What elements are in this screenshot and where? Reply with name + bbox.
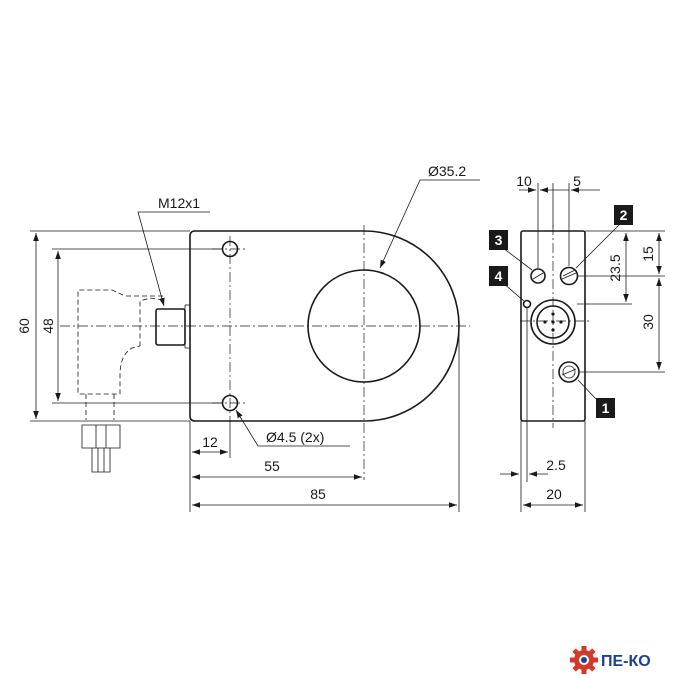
dimension-60: 60 — [16, 230, 190, 422]
dim-2-5-label: 2.5 — [546, 457, 566, 473]
dim-5-label: 5 — [573, 173, 581, 189]
dimension-85: 85 — [192, 330, 460, 512]
callout-label-4: 4 — [495, 268, 503, 284]
dim-23-5-label: 23.5 — [607, 254, 623, 281]
cable — [81, 424, 121, 473]
callout-badge-3: 3 — [489, 230, 508, 250]
callout-label-3: 3 — [495, 232, 503, 248]
hole-spec-label: Ø4.5 (2x) — [266, 429, 324, 445]
led-indicator-3 — [530, 268, 546, 284]
led-indicator-4 — [522, 299, 532, 309]
dim-20-label: 20 — [546, 486, 562, 502]
bore-diameter-label: Ø35.2 — [428, 163, 466, 179]
dim-48-label: 48 — [40, 318, 56, 334]
callout-label-2: 2 — [620, 207, 628, 223]
bore-diameter-callout: Ø35.2 — [379, 163, 480, 269]
hole-callout: Ø4.5 (2x) — [235, 409, 350, 447]
dimension-5: 5 — [552, 173, 600, 266]
callout-badge-2: 2 — [614, 205, 633, 225]
front-view: 60 48 M12x1 Ø35.2 Ø4.5 (2x) — [16, 163, 480, 512]
dimension-30: 30 — [580, 278, 665, 373]
dimension-55: 55 — [192, 458, 362, 480]
potentiometer-1 — [558, 361, 580, 383]
logo-text: ПЕ-КО — [601, 653, 651, 670]
thread-label: M12x1 — [158, 195, 200, 211]
dimension-20: 20 — [523, 421, 586, 512]
side-view: 10 5 23.5 15 30 — [489, 173, 665, 512]
dimension-10: 10 — [516, 173, 569, 268]
thread-callout: M12x1 — [137, 195, 210, 307]
dim-10-label: 10 — [516, 173, 532, 189]
cable-plug-hidden-outline — [77, 289, 164, 395]
dimension-12: 12 — [189, 420, 231, 512]
company-logo: ПЕ-КО — [570, 646, 651, 674]
callout-badge-1: 1 — [596, 398, 615, 418]
m12-connector — [155, 308, 186, 346]
dim-30-label: 30 — [640, 314, 656, 330]
gear-icon — [570, 646, 598, 674]
dim-12-label: 12 — [202, 434, 218, 450]
dim-85-label: 85 — [310, 486, 326, 502]
dim-55-label: 55 — [264, 458, 280, 474]
potentiometer-2 — [559, 266, 579, 286]
callout-badge-4: 4 — [489, 266, 508, 286]
m12-socket — [530, 299, 576, 345]
dimension-48: 48 — [40, 248, 222, 404]
dim-15-label: 15 — [640, 246, 656, 262]
dimension-15: 15 — [578, 233, 665, 277]
dimension-23-5: 23.5 — [577, 230, 665, 305]
callout-label-1: 1 — [602, 400, 610, 416]
dim-60-label: 60 — [16, 318, 32, 334]
dimension-2-5: 2.5 — [500, 308, 566, 512]
